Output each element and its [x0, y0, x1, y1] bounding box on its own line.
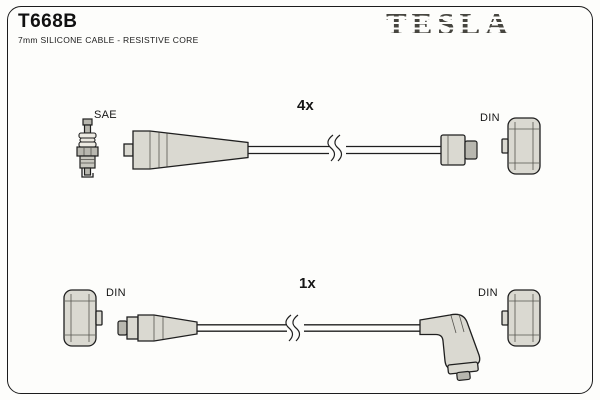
terminal-plug-icon [440, 134, 478, 166]
cable-top [248, 134, 441, 162]
cable-spec-subtitle: 7mm SILICONE CABLE - RESISTIVE CORE [18, 35, 199, 45]
cable-bottom [197, 314, 420, 342]
din-connector-label-bottom-right: DIN [478, 287, 498, 299]
din-terminal-icon [501, 117, 541, 175]
straight-plug-connector-icon [117, 314, 198, 342]
cable-break-icon [285, 314, 301, 342]
quantity-label-bottom: 1x [299, 275, 316, 292]
sae-connector-label: SAE [94, 109, 117, 121]
din-connector-label-bottom-left: DIN [106, 287, 126, 299]
part-number: T668B [18, 11, 78, 32]
straight-boot-connector-icon [123, 130, 249, 170]
din-terminal-icon [501, 289, 541, 347]
din-connector-label-top: DIN [480, 112, 500, 124]
spark-plug-icon [76, 118, 99, 178]
quantity-label-top: 4x [297, 97, 314, 114]
elbow-boot-connector-icon [419, 313, 481, 382]
cable-break-icon [327, 134, 343, 162]
din-terminal-icon [63, 289, 103, 347]
